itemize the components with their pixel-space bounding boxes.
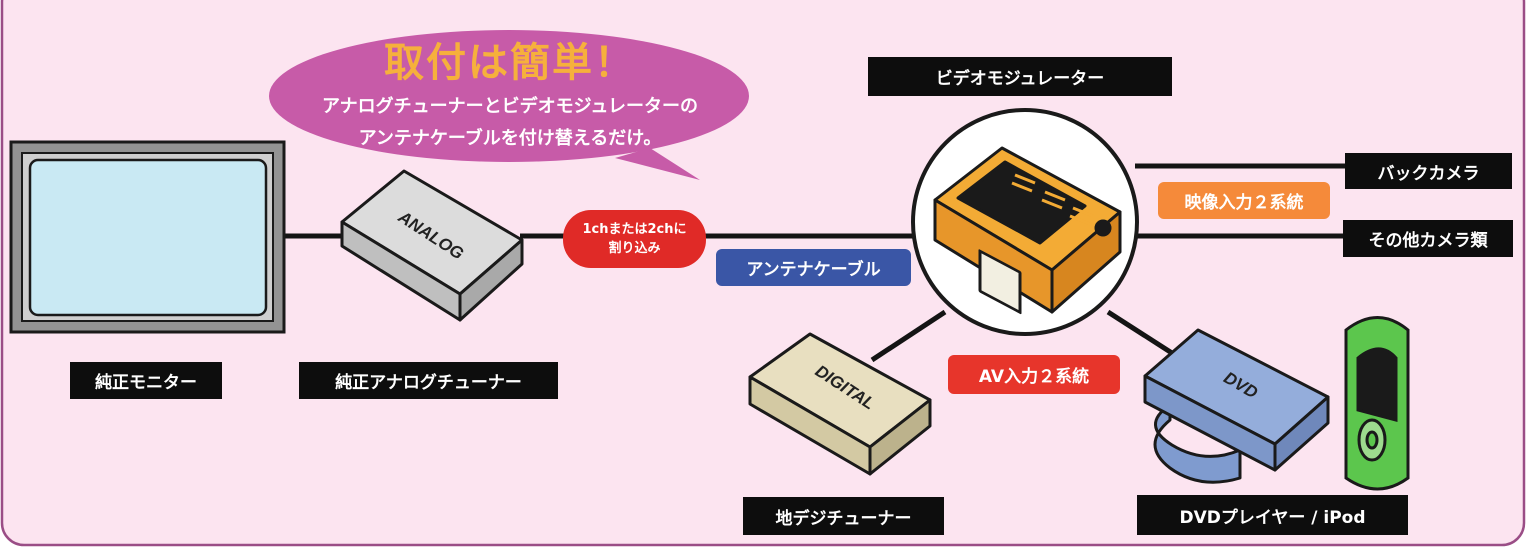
headline-line1: アナログチューナーとビデオモジュレーターの bbox=[321, 96, 699, 117]
tag-interrupt-line2: 割り込み bbox=[608, 241, 661, 256]
label-analog-tuner: 純正アナログチューナー bbox=[299, 362, 558, 399]
tag-interrupt: 1chまたは2chに 割り込み bbox=[563, 210, 706, 268]
digital-tuner-icon bbox=[748, 332, 932, 476]
label-monitor: 純正モニター bbox=[70, 362, 222, 399]
tag-video-input: 映像入力２系統 bbox=[1158, 182, 1330, 219]
tag-interrupt-line1: 1chまたは2chに bbox=[582, 222, 687, 237]
label-modulator: ビデオモジュレーター bbox=[868, 57, 1172, 96]
tag-av-input: AV入力２系統 bbox=[948, 355, 1120, 394]
modulator-device-icon bbox=[933, 146, 1122, 315]
headline-bubble bbox=[269, 30, 749, 162]
headline-title: 取付は簡単！ bbox=[384, 40, 636, 86]
monitor-icon bbox=[9, 140, 286, 334]
headline-line2: アンテナケーブルを付け替えるだけ。 bbox=[358, 128, 662, 149]
tag-antenna-cable: アンテナケーブル bbox=[716, 249, 911, 286]
label-digital-tuner: 地デジチューナー bbox=[743, 497, 944, 535]
dvd-player-icon bbox=[1143, 328, 1330, 484]
analog-tuner-icon bbox=[340, 169, 524, 322]
label-dvd-player: DVDプレイヤー / iPod bbox=[1137, 495, 1408, 535]
label-other-camera: その他カメラ類 bbox=[1343, 220, 1513, 257]
ipod-icon bbox=[1344, 316, 1410, 491]
label-back-camera: バックカメラ bbox=[1345, 153, 1512, 189]
